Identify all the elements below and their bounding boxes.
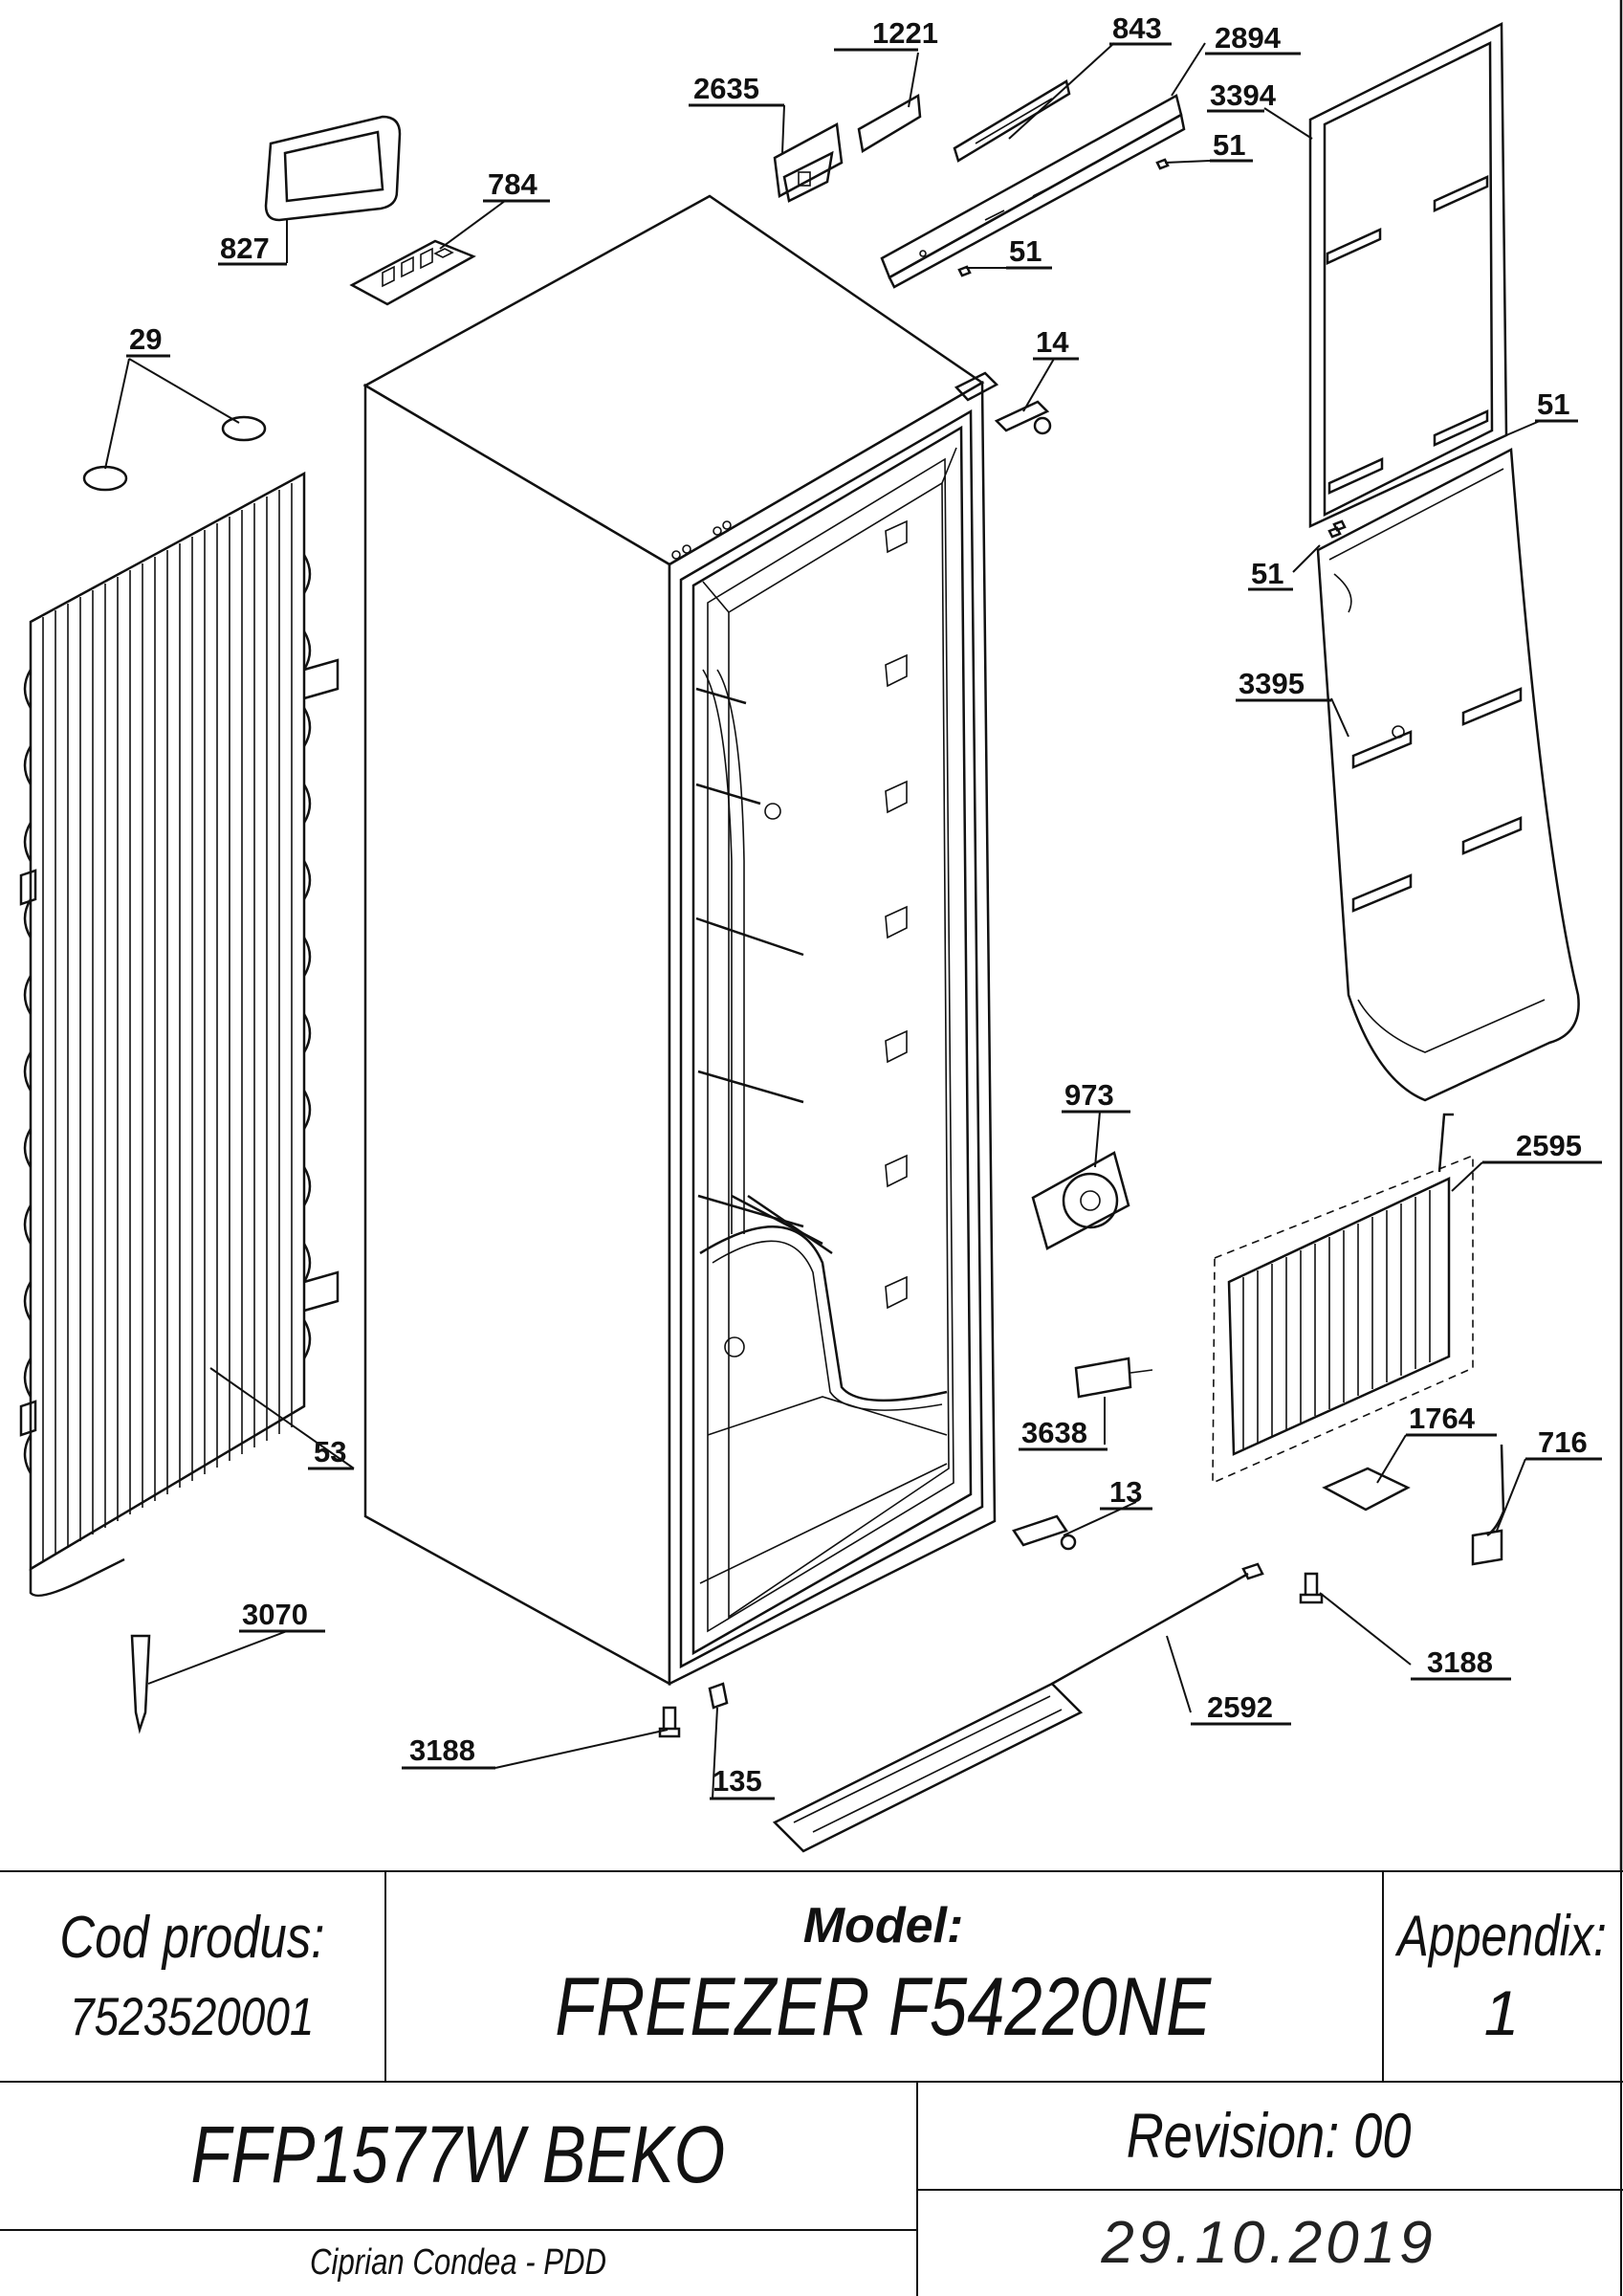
- part-label: 2595: [1516, 1129, 1582, 1162]
- model-label: Model:: [802, 1897, 964, 1954]
- product-name: FFP1577W BEKO: [190, 2109, 726, 2199]
- clamps-29: [82, 415, 267, 492]
- author: Ciprian Condea - PDD: [309, 2241, 607, 2283]
- part-label: 827: [220, 232, 270, 265]
- part-label: 2592: [1207, 1690, 1273, 1724]
- revision: Revision: 00: [1126, 2099, 1412, 2171]
- appendix-value: 1: [1483, 1976, 1520, 2048]
- cod-produs-cell: Cod produs: 7523520001: [0, 1870, 384, 2081]
- thermostat-3070: [130, 1634, 151, 1734]
- part-label: 2635: [693, 72, 759, 105]
- part-label: 51: [1213, 128, 1245, 162]
- part-label: 3070: [242, 1598, 308, 1631]
- fan-motor-973: [1031, 1151, 1130, 1250]
- part-label: 3188: [409, 1733, 475, 1767]
- display-frame: [264, 115, 402, 222]
- part-labels: 1221 843 2894 2635 3394 51 784 51 827 29…: [126, 11, 1602, 1800]
- control-board: [349, 239, 476, 306]
- part-label: 53: [314, 1435, 346, 1468]
- date-cell: 29.10.2019: [916, 2189, 1621, 2296]
- screws-51: [957, 158, 1347, 539]
- exploded-parts-diagram: 1221 843 2894 2635 3394 51 784 51 827 29…: [19, 0, 1623, 1870]
- model-cell: Model: FREEZER F54220NE: [384, 1870, 1382, 2081]
- leader-lines: [104, 42, 1541, 1799]
- part-label: 3638: [1021, 1416, 1087, 1449]
- top-hinge: [994, 400, 1052, 435]
- part-label: 29: [129, 322, 162, 356]
- part-label: 1221: [872, 16, 938, 50]
- part-label: 973: [1064, 1078, 1114, 1112]
- block-1221: [857, 93, 922, 154]
- revision-cell: Revision: 00: [916, 2081, 1621, 2189]
- product-name-cell: FFP1577W BEKO: [0, 2081, 916, 2229]
- author-cell: Ciprian Condea - PDD: [0, 2229, 916, 2296]
- hinge-cover: [773, 122, 844, 203]
- feet-3188: [658, 1572, 1324, 1738]
- bottom-hinge-13: [1012, 1514, 1077, 1551]
- drain-heater-2592: [772, 1562, 1264, 1853]
- rear-panel-3394: [1308, 21, 1508, 528]
- condenser-coil: [19, 471, 340, 1598]
- freezer-cabinet: [362, 194, 999, 1687]
- part-label: 843: [1112, 11, 1162, 45]
- connector-716: [1471, 1444, 1505, 1566]
- title-block: Cod produs: 7523520001 Model: FREEZER F5…: [0, 1870, 1623, 2296]
- part-label: 13: [1109, 1475, 1142, 1509]
- pin-135: [708, 1682, 729, 1710]
- part-label: 784: [488, 167, 537, 201]
- part-label: 51: [1009, 234, 1042, 268]
- part-label: 1764: [1409, 1402, 1476, 1435]
- sensor-3638: [1074, 1357, 1153, 1399]
- appendix-cell: Appendix: 1: [1382, 1870, 1621, 2081]
- cod-produs-label: Cod produs:: [59, 1905, 325, 1971]
- part-label: 51: [1251, 557, 1283, 590]
- strip-843: [953, 79, 1071, 163]
- part-label: 2894: [1215, 21, 1282, 55]
- evaporator-cover-3395: [1316, 448, 1580, 1102]
- part-label: 3188: [1427, 1645, 1493, 1679]
- part-label: 51: [1537, 387, 1569, 421]
- pad-1764: [1322, 1467, 1411, 1512]
- appendix-label: Appendix:: [1396, 1903, 1607, 1968]
- part-label: 716: [1538, 1425, 1588, 1459]
- rail-2894: [880, 94, 1186, 289]
- part-label: 3395: [1239, 667, 1305, 700]
- cod-produs-value: 7523520001: [70, 1986, 315, 2046]
- evaporator-2595: [1212, 1113, 1474, 1485]
- part-label: 135: [713, 1764, 762, 1798]
- model-value: FREEZER F54220NE: [555, 1960, 1212, 2053]
- part-label: 14: [1036, 325, 1069, 359]
- part-label: 3394: [1210, 78, 1277, 112]
- date: 29.10.2019: [1101, 2209, 1437, 2276]
